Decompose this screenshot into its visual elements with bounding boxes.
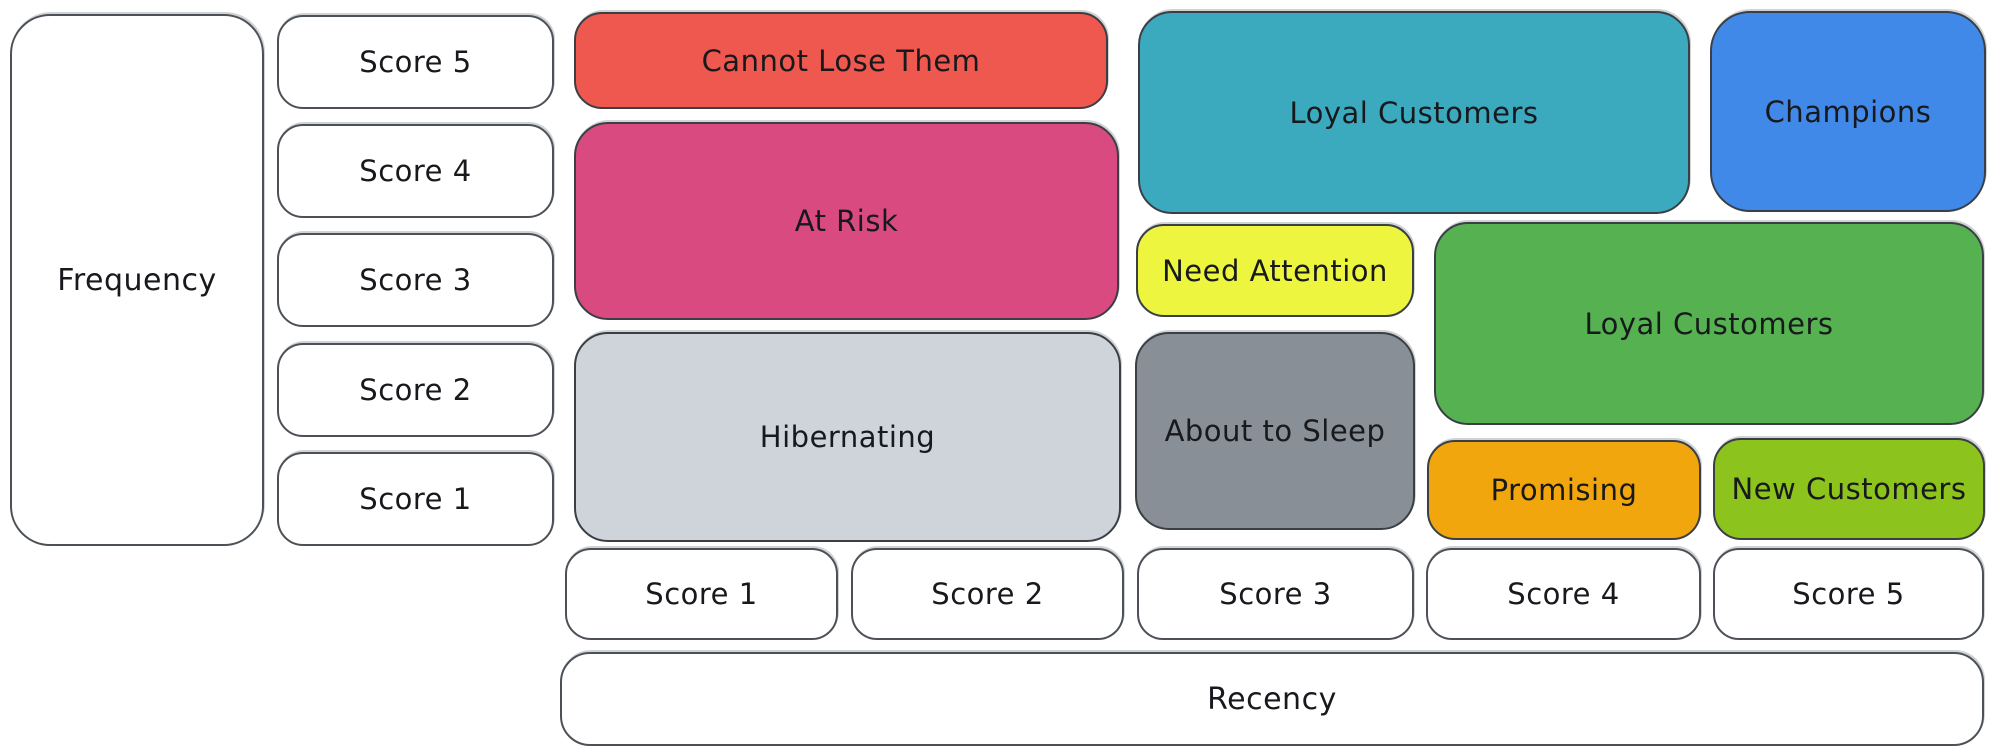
frequency-axis-label: Frequency: [10, 14, 264, 546]
segment-cannot-lose-them: Cannot Lose Them: [574, 12, 1108, 109]
recency-score-3: Score 3: [1137, 548, 1414, 640]
recency-score-2: Score 2: [851, 548, 1124, 640]
segment-about-to-sleep: About to Sleep: [1135, 332, 1415, 530]
frequency-score-5: Score 5: [277, 15, 554, 109]
frequency-score-1: Score 1: [277, 452, 554, 546]
segment-need-attention: Need Attention: [1136, 224, 1414, 317]
recency-score-5: Score 5: [1713, 548, 1984, 640]
recency-axis-label: Recency: [560, 652, 1984, 746]
segment-new-customers: New Customers: [1713, 438, 1985, 540]
frequency-score-2: Score 2: [277, 343, 554, 437]
segment-hibernating: Hibernating: [574, 332, 1121, 542]
segment-loyal-customers-mid: Loyal Customers: [1434, 222, 1984, 425]
segment-promising: Promising: [1427, 440, 1701, 540]
frequency-score-3: Score 3: [277, 233, 554, 327]
recency-score-1: Score 1: [565, 548, 838, 640]
segment-champions: Champions: [1710, 11, 1986, 212]
recency-score-4: Score 4: [1426, 548, 1701, 640]
segment-loyal-customers-top: Loyal Customers: [1138, 11, 1690, 214]
segment-at-risk: At Risk: [574, 122, 1119, 320]
frequency-score-4: Score 4: [277, 124, 554, 218]
